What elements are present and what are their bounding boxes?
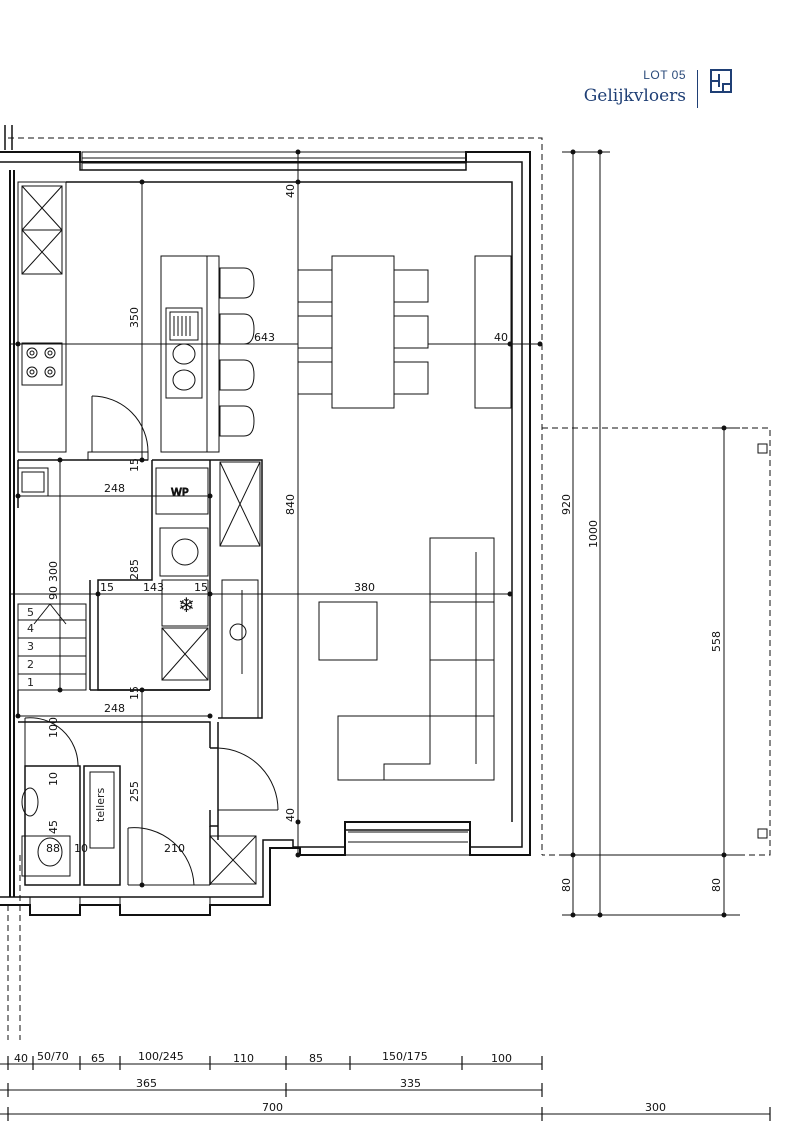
closet-cross <box>209 835 257 885</box>
dim-wall-15-c: 15 <box>100 581 114 594</box>
dim-wall-15-a: 15 <box>128 458 141 472</box>
sideboard <box>474 255 512 409</box>
snowflake-icon: ❄ <box>178 593 195 617</box>
floor-title: Gelijkvloers <box>583 86 686 106</box>
dim-living-depth: 840 <box>284 494 297 515</box>
stair-step-3: 3 <box>27 640 34 653</box>
dim-chain-50-70: 50/70 <box>37 1050 69 1063</box>
dim-wall-right: 40 <box>494 331 508 344</box>
dim-pantry-depth: 285 <box>128 559 141 580</box>
dim-chain-150-175: 150/175 <box>382 1050 428 1063</box>
dimension-lines <box>0 151 770 1115</box>
dim-offset-80-a: 80 <box>560 878 573 892</box>
header-divider <box>697 70 698 108</box>
dim-wall-bottom: 40 <box>284 808 297 822</box>
terrace-posts <box>757 443 768 839</box>
dim-hall-210: 210 <box>164 842 185 855</box>
cooktop-icon <box>26 347 56 378</box>
dim-total-700: 700 <box>262 1101 283 1114</box>
stair-numbers: 1 2 3 4 5 <box>27 606 34 689</box>
dim-hall-255: 255 <box>128 781 141 802</box>
lot-boundary <box>7 137 771 1040</box>
stair-step-1: 1 <box>27 676 34 689</box>
dim-stair-width: 90 <box>47 586 60 600</box>
dim-stair-depth: 300 <box>47 561 60 582</box>
floorplan-icon <box>710 69 732 93</box>
dim-wc-10-a: 10 <box>47 772 60 786</box>
dim-chain-100: 100 <box>491 1052 512 1065</box>
coffee-table <box>318 601 378 661</box>
wc-fixtures <box>21 771 115 877</box>
dim-wc-45: 45 <box>47 820 60 834</box>
dim-kitchen-depth: 350 <box>128 307 141 328</box>
section-marks <box>4 125 13 150</box>
dim-terrace-558: 558 <box>710 631 723 652</box>
dim-chain-110: 110 <box>233 1052 254 1065</box>
stair-step-2: 2 <box>27 658 34 671</box>
dim-living-mid: 380 <box>354 581 375 594</box>
sink-icon <box>165 307 203 399</box>
dim-total-920: 920 <box>560 494 573 515</box>
boiler <box>159 527 209 577</box>
dim-wc-10-b: 10 <box>74 842 88 855</box>
meter-cupboard-label: tellers <box>94 788 107 822</box>
dim-wc-88: 88 <box>46 842 60 855</box>
dim-mid-365: 365 <box>136 1077 157 1090</box>
dim-pantry-width: 143 <box>143 581 164 594</box>
kitchen-counter <box>17 181 67 453</box>
kitchen-door <box>87 395 149 461</box>
interior-walls <box>17 459 263 886</box>
storage-cabinet <box>219 461 261 547</box>
wc-door <box>24 717 79 767</box>
dim-total-300: 300 <box>645 1101 666 1114</box>
bar-stools <box>219 267 255 437</box>
sofa <box>337 537 495 781</box>
dim-chain-65: 65 <box>91 1052 105 1065</box>
washbasin <box>17 467 49 497</box>
lot-number: LOT 05 <box>643 68 686 82</box>
dim-living-width: 643 <box>254 331 275 344</box>
dim-total-1000: 1000 <box>587 520 600 548</box>
bottom-dimension-ticks <box>7 1056 771 1121</box>
kitchen-island <box>160 255 220 453</box>
windows <box>29 151 471 916</box>
dim-offset-80-b: 80 <box>710 878 723 892</box>
dimension-labels: 350 643 40 40 40 840 248 248 15 15 15 15… <box>46 184 723 892</box>
front-door <box>127 827 210 886</box>
stair-step-5: 5 <box>27 606 34 619</box>
dim-mid-335: 335 <box>400 1077 421 1090</box>
wp-label: WP <box>171 486 189 499</box>
heat-pump: WP <box>155 467 209 515</box>
stair-step-4: 4 <box>27 622 34 635</box>
living-door <box>217 747 279 811</box>
dim-wc-100: 100 <box>47 717 60 738</box>
dim-chain-100-245: 100/245 <box>138 1050 184 1063</box>
dining-table <box>297 255 429 409</box>
dim-chain-85: 85 <box>309 1052 323 1065</box>
dim-wall-top: 40 <box>284 184 297 198</box>
dim-chain-40: 40 <box>14 1052 28 1065</box>
dim-wall-15-b: 15 <box>128 686 141 700</box>
dim-utility-width: 248 <box>104 482 125 495</box>
fridge: ❄ <box>161 579 209 681</box>
dim-hall-width: 248 <box>104 702 125 715</box>
staircase <box>17 603 87 691</box>
bottom-dimension-chain: 40 50/70 65 100/245 110 85 150/175 100 3… <box>14 1050 666 1114</box>
tv-unit <box>221 579 259 719</box>
dim-wall-15-d: 15 <box>194 581 208 594</box>
